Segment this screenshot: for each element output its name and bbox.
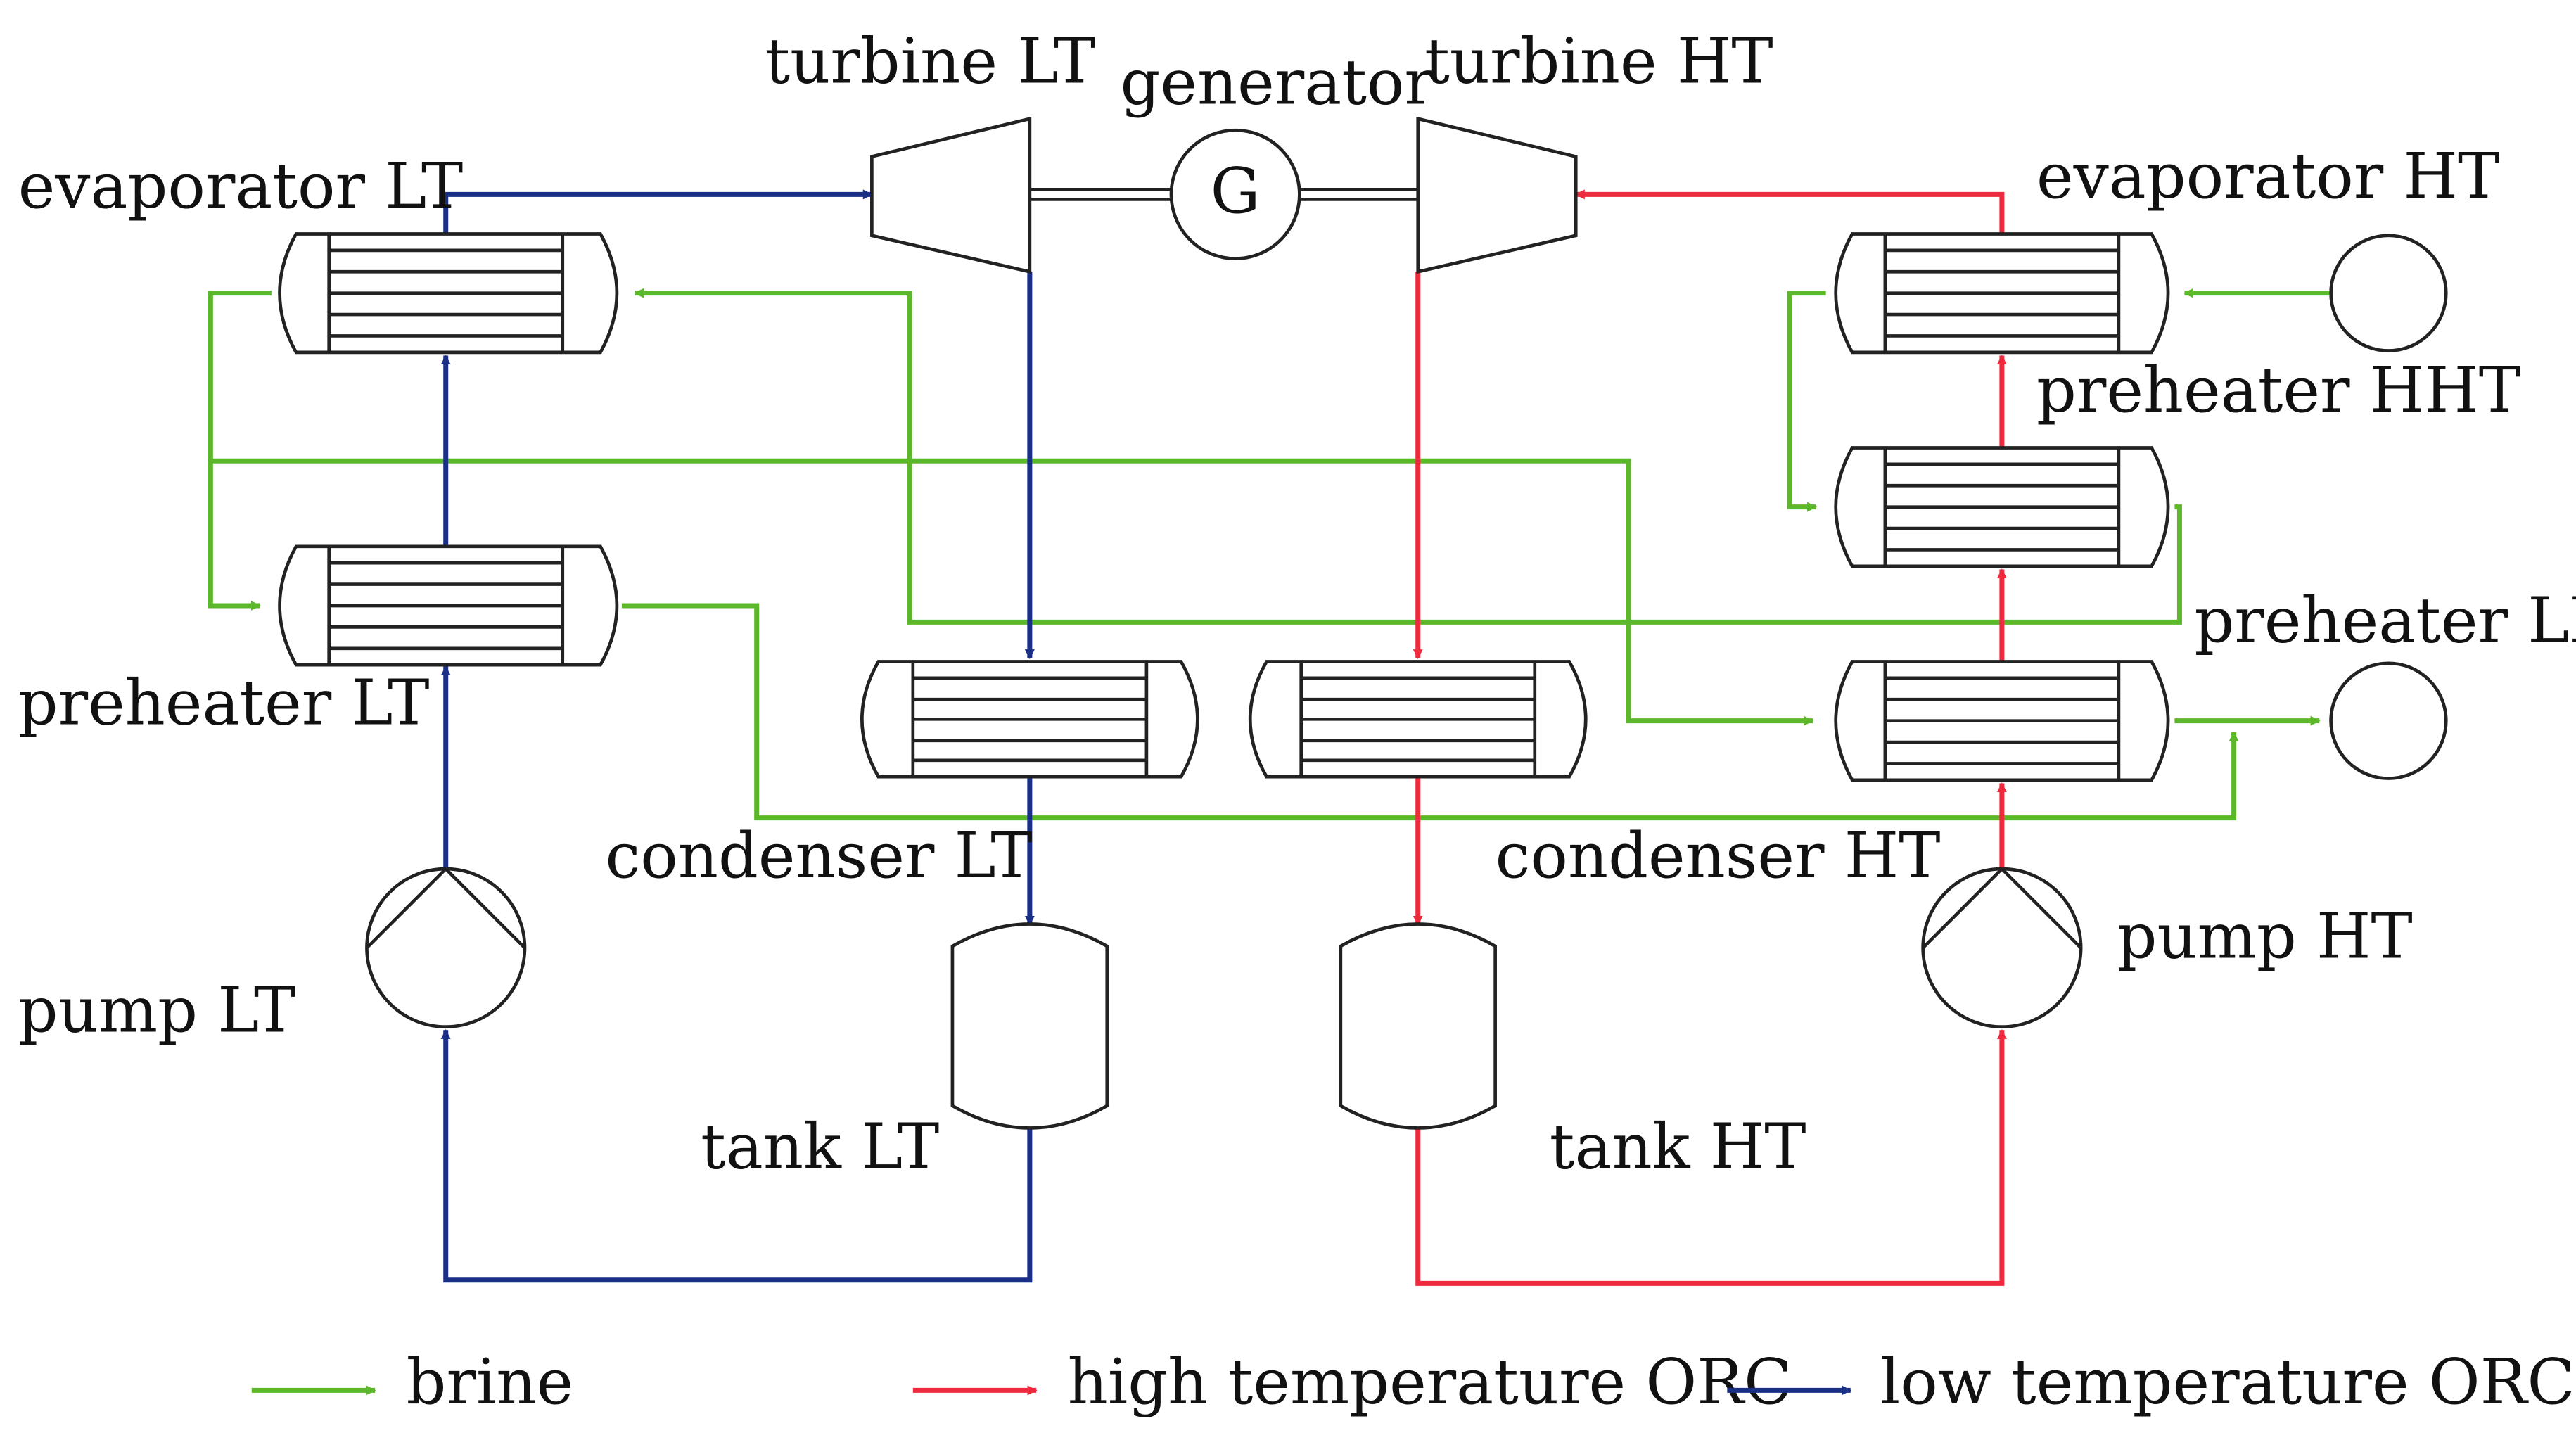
legend-item-low-temperature-orc: low temperature ORC	[1727, 1346, 2575, 1418]
label-preheater-lt: preheater LT	[18, 666, 430, 739]
evaporator-ht	[1834, 232, 2170, 355]
preheater-hht	[1834, 446, 2170, 568]
legend-item-brine: brine	[251, 1346, 574, 1418]
label-pump-lt: pump LT	[18, 974, 296, 1047]
label-condenser-ht: condenser HT	[1496, 820, 1941, 892]
label-generator: generator	[1120, 46, 1434, 119]
label-preheater-lht: preheater LHT	[2194, 584, 2576, 656]
ht-tank-to-pump	[1415, 1028, 2007, 1286]
label-tank-ht: tank HT	[1550, 1111, 1806, 1183]
lt-evaporator-to-turbine	[443, 189, 873, 234]
turbine-lt	[870, 116, 1032, 274]
brine-outlet	[2329, 661, 2448, 780]
legend: brine high temperature ORC low temperatu…	[251, 1346, 2575, 1418]
condenser-ht	[1248, 660, 1588, 779]
condenser-lt	[860, 660, 1199, 779]
label-evaporator-lt: evaporator LT	[18, 150, 464, 222]
label-turbine-ht: turbine HT	[1424, 25, 1773, 97]
legend-label: high temperature ORC	[1068, 1346, 1792, 1418]
pump-lt	[365, 866, 527, 1028]
legend-item-high-temperature-orc: high temperature ORC	[912, 1346, 1792, 1418]
label-turbine-lt: turbine LT	[765, 25, 1095, 97]
ht-orc-lines	[1413, 189, 2007, 1286]
legend-label: low temperature ORC	[1880, 1346, 2575, 1418]
labels: turbine LT generator turbine HT G evapor…	[18, 25, 2576, 1183]
ht-evaporator-to-turbine	[1574, 189, 2005, 234]
brine-source	[2329, 234, 2448, 352]
brine-preheater-hht-to-evaporator-lt	[634, 288, 2182, 625]
tank-lt	[950, 922, 1109, 1130]
tank-ht	[1339, 922, 1497, 1130]
generator-symbol: G	[1211, 155, 1261, 227]
brine-split-to-preheater-lht	[210, 458, 1814, 726]
label-evaporator-ht: evaporator HT	[2036, 140, 2499, 212]
brine-evaporator-ht-to-preheater-hht	[1787, 291, 1826, 512]
brine-evaporator-lt-to-preheater-lt	[208, 291, 272, 611]
evaporator-lt	[278, 232, 619, 355]
generator-circle	[1169, 128, 1301, 260]
shaft	[1029, 188, 1418, 201]
preheater-lht	[1834, 660, 2170, 782]
lt-tank-to-pump	[440, 1028, 1033, 1283]
brine-lines	[208, 288, 2330, 821]
lt-orc-lines	[440, 189, 1035, 1283]
brine-preheater-lt-to-outlet	[621, 603, 2239, 821]
label-preheater-hht: preheater HHT	[2036, 354, 2520, 426]
label-condenser-lt: condenser LT	[606, 820, 1033, 892]
pump-ht	[1921, 866, 2083, 1028]
label-tank-lt: tank LT	[701, 1111, 939, 1183]
preheater-lt	[278, 544, 619, 667]
label-pump-ht: pump HT	[2117, 900, 2413, 972]
turbine-ht	[1416, 116, 1578, 274]
legend-label: brine	[407, 1346, 574, 1418]
